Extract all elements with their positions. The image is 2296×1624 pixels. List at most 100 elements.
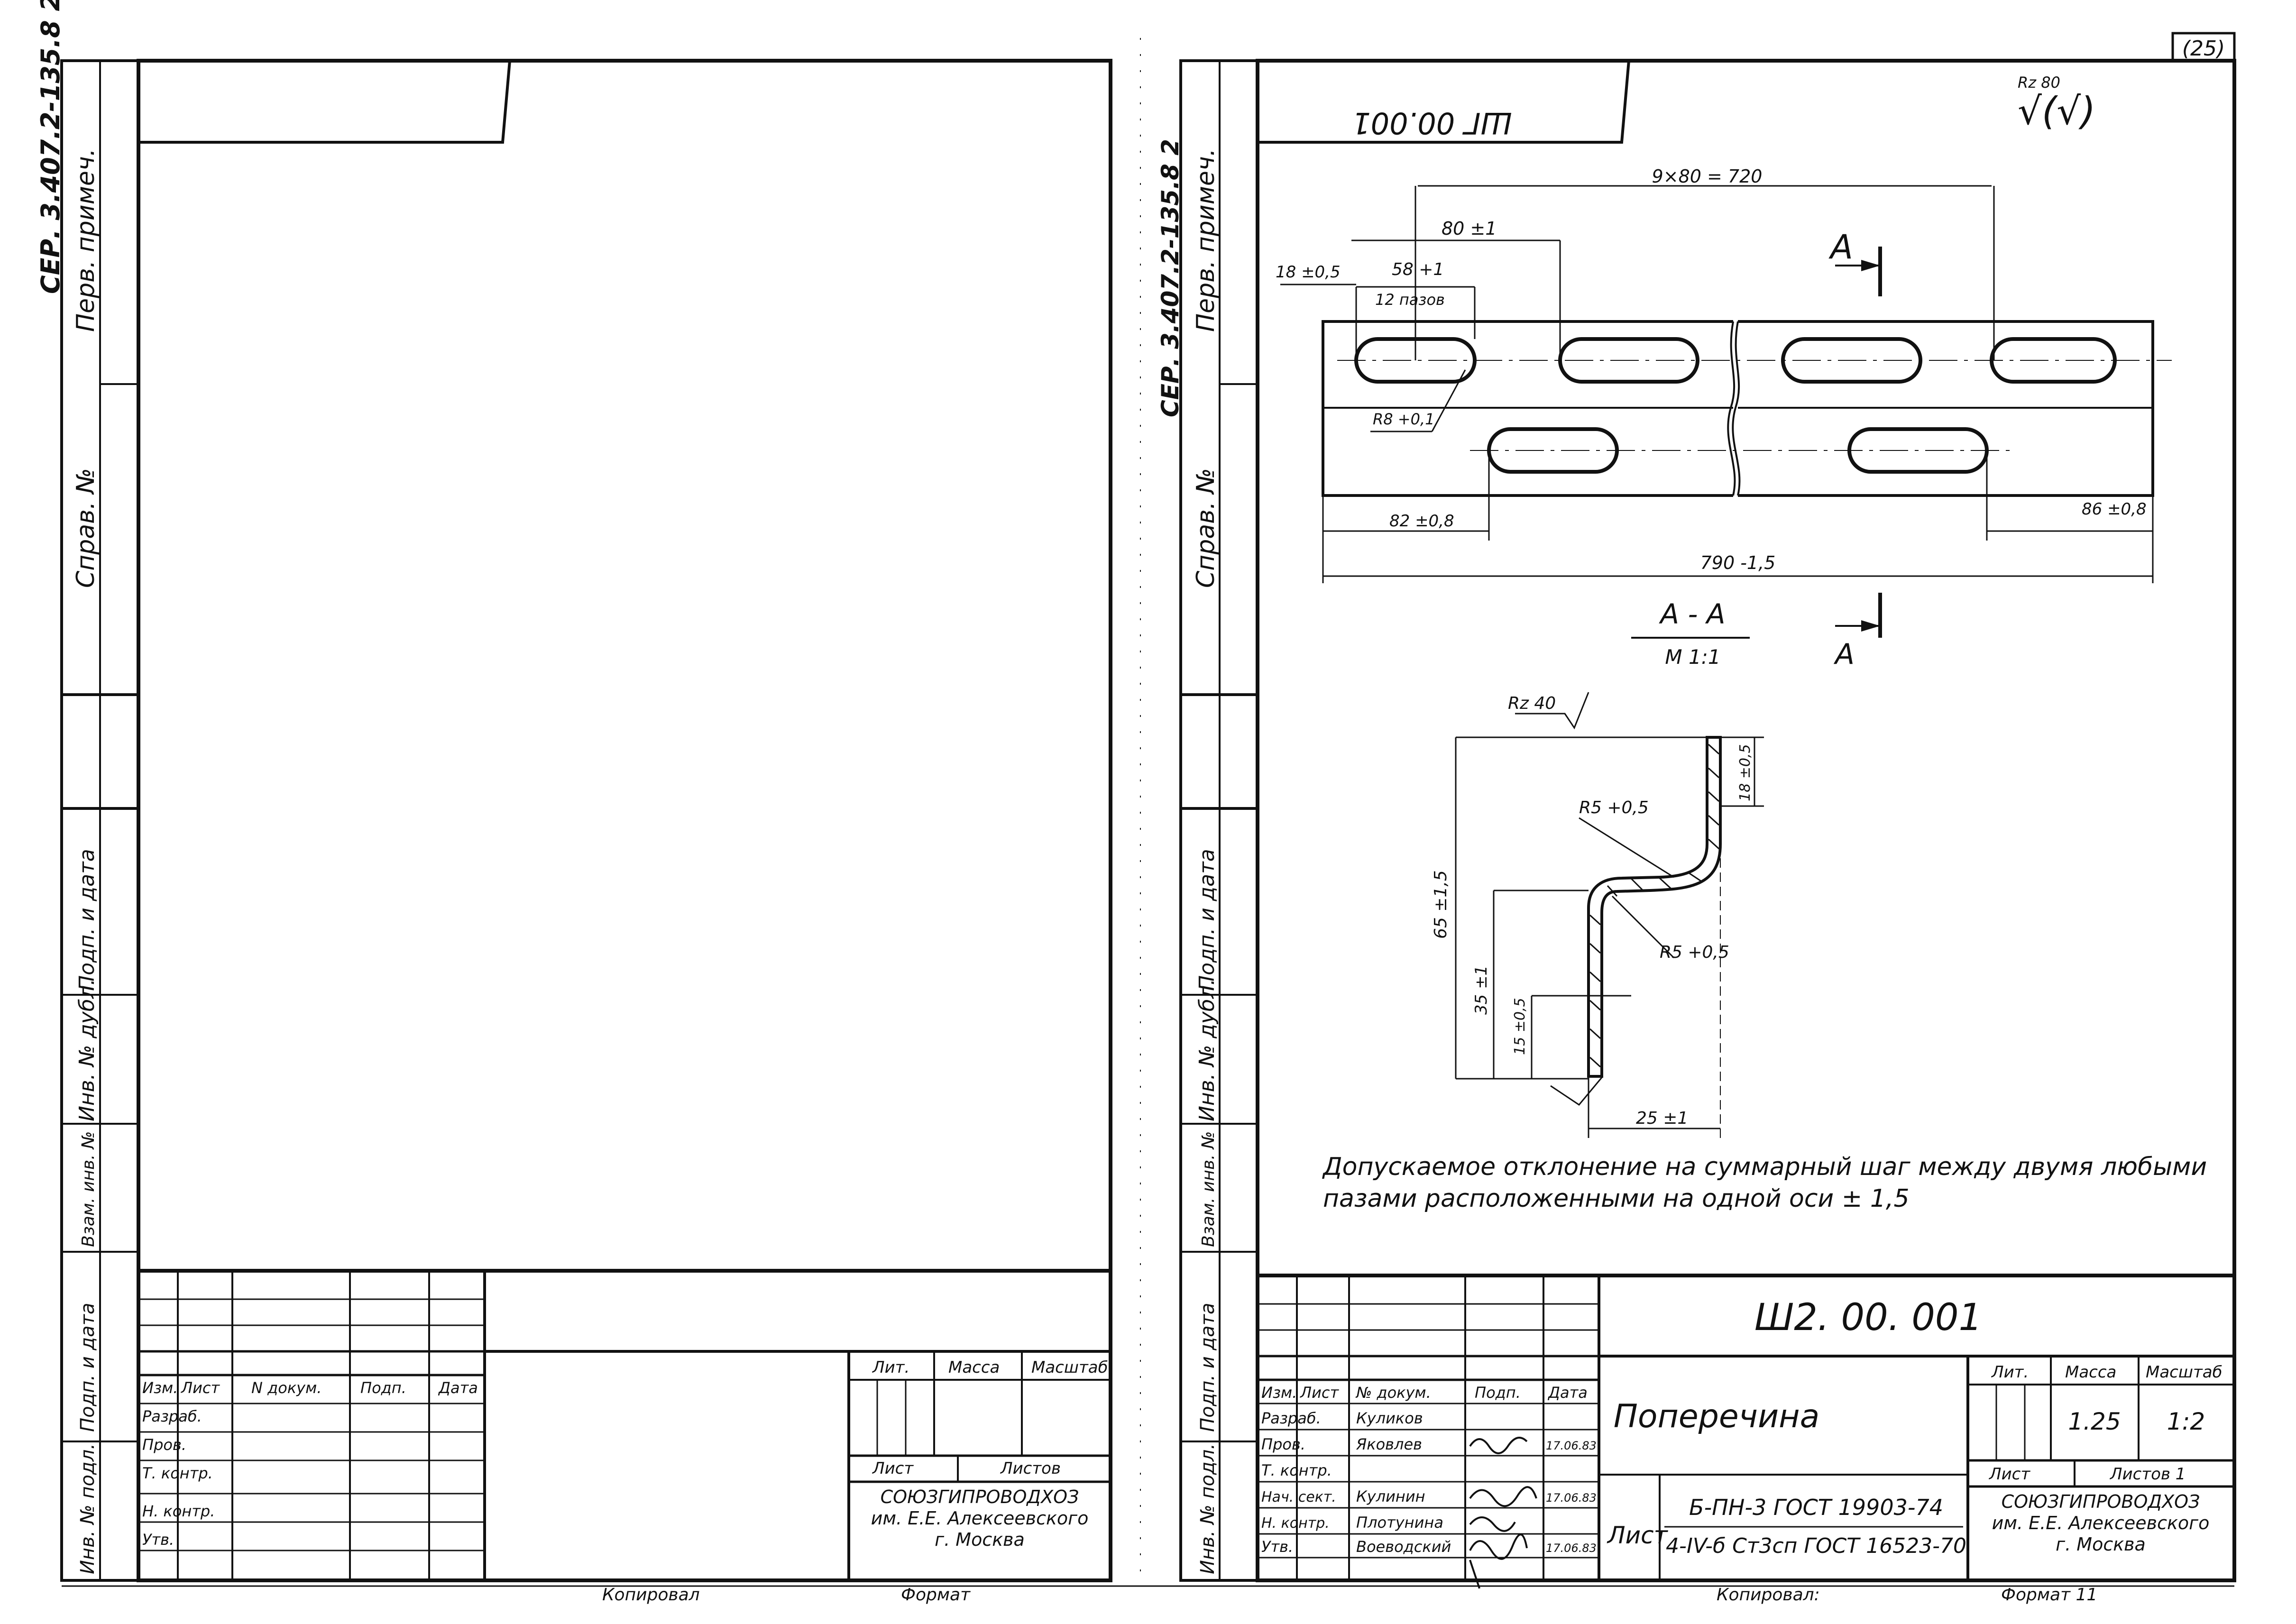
right-series-code: СЕР. 3.407.2-135.8 2 <box>1157 139 1184 417</box>
mass-value: 1.25 <box>2068 1408 2121 1435</box>
left-label-ref-no: Справ. № <box>72 468 100 588</box>
section-scale: М 1:1 <box>1665 645 1720 669</box>
dim-slot-radius: R8 +0,1 <box>1373 410 1434 428</box>
right-sheet-label: Лист <box>1988 1465 2030 1484</box>
profile-outline <box>1587 736 1722 1078</box>
right-mass-label: Масса <box>2065 1363 2116 1382</box>
material-sheet-label: Лист <box>1607 1522 1669 1549</box>
section-profile: Rz 40 65 ±1,5 35 ±1 15 ±0,5 18 ±0,5 R5 +… <box>1431 692 1764 1138</box>
plan-view: 9×80 = 720 80 ±1 58 +1 12 пазов 18 ±0,5 … <box>1276 166 2172 671</box>
material-bottom: 4-IV-б Ст3сп ГОСТ 16523-70 <box>1666 1534 1966 1558</box>
dim-offset-right: 86 ±0,8 <box>2082 500 2147 519</box>
dim-height-low: 15 ±0,5 <box>1512 998 1528 1055</box>
dim-length: 790 -1,5 <box>1700 552 1776 573</box>
right-row-5-name: Воеводский <box>1356 1538 1451 1556</box>
right-copied-label: Копировал: <box>1717 1585 1820 1605</box>
left-hdr-doc: N докум. <box>251 1379 321 1397</box>
right-sheet: СЕР. 3.407.2-135.8 2 Перв. примеч. Справ… <box>1157 59 2236 1605</box>
right-hdr-date: Дата <box>1547 1384 1588 1402</box>
right-row-2-role: Т. контр. <box>1261 1461 1332 1479</box>
left-label-inv-dupl: Инв. № дубл. <box>75 979 99 1121</box>
left-mass-label: Масса <box>948 1358 1000 1377</box>
profile-hatching <box>1589 743 1720 1068</box>
dim-edge: 18 ±0,5 <box>1276 263 1341 282</box>
right-row-3-role: Нач. сект. <box>1261 1489 1336 1505</box>
signatures <box>1469 1437 1537 1589</box>
left-role-1: Пров. <box>142 1436 186 1454</box>
material-top: Б-ПН-3 ГОСТ 19903-74 <box>1689 1495 1943 1520</box>
right-frame <box>1256 59 2236 1582</box>
left-role-4: Н. контр. <box>142 1502 215 1520</box>
right-org-line-2: им. Е.Е. Алексеевского <box>1992 1513 2210 1533</box>
page-number: (25) <box>2182 37 2225 61</box>
left-scale-label: Масштаб <box>1031 1358 1108 1377</box>
right-row-4-name: Плотунина <box>1356 1514 1443 1532</box>
right-row-3-date: 17.06.83 <box>1546 1491 1597 1505</box>
left-label-sign-date-2: Подп. и дата <box>77 1303 99 1432</box>
left-org-line-1: СОЮЗГИПРОВОДХОЗ <box>881 1486 1079 1507</box>
dim-total-pitch: 9×80 = 720 <box>1652 166 1763 187</box>
mirrored-code: ШГ 00.001 <box>1352 106 1512 140</box>
right-row-5-date: 17.06.83 <box>1546 1541 1597 1555</box>
note-line-1: Допускаемое отклонение на суммарный шаг … <box>1322 1153 2207 1181</box>
section-mark-top: А <box>1828 228 1853 266</box>
left-org-line-3: г. Москва <box>935 1529 1025 1550</box>
right-org-line-3: г. Москва <box>2056 1534 2146 1555</box>
left-series-code: СЕР. 3.407.2-135.8 2 <box>36 0 65 294</box>
roughness-top-label: Rz 80 <box>2018 73 2060 92</box>
right-row-1-role: Пров. <box>1261 1435 1305 1453</box>
section-title: А - А <box>1658 598 1725 630</box>
section-mark-bottom: А <box>1833 638 1855 671</box>
right-org-line-1: СОЮЗГИПРОВОДХОЗ <box>2002 1491 2200 1512</box>
dim-pitch: 80 ±1 <box>1442 218 1497 239</box>
dim-offset-left: 82 ±0,8 <box>1389 512 1454 531</box>
dim-slots-count: 12 пазов <box>1375 291 1445 309</box>
right-row-1-name: Яковлев <box>1356 1435 1422 1453</box>
section-arrow-bottom <box>1861 620 1880 632</box>
left-sheet-label: Лист <box>872 1459 914 1478</box>
dim-slot-length: 58 +1 <box>1392 260 1444 279</box>
left-lit-label: Лит. <box>872 1358 909 1377</box>
left-hdr-sheet: Лист <box>181 1379 220 1397</box>
dim-height-total: 65 ±1,5 <box>1431 870 1451 939</box>
roughness-top-symbol: √(√) <box>2018 89 2095 133</box>
dim-radius-top: R5 +0,5 <box>1579 798 1649 817</box>
left-label-replace-inv: Взам. инв. № <box>79 1131 98 1247</box>
right-row-0-role: Разраб. <box>1261 1409 1321 1427</box>
left-copied-label: Копировал <box>602 1585 700 1605</box>
right-lit-label: Лит. <box>1991 1363 2029 1382</box>
left-sheets-label: Листов <box>1000 1459 1061 1478</box>
right-label-replace-inv: Взам. инв. № <box>1199 1131 1218 1247</box>
right-row-4-role: Н. контр. <box>1261 1515 1330 1532</box>
right-hdr-sign: Подп. <box>1475 1384 1521 1402</box>
dim-height-mid: 35 ±1 <box>1472 965 1491 1015</box>
left-hdr-sign: Подп. <box>360 1379 406 1397</box>
note-line-2: пазами расположенными на одной оси ± 1,5 <box>1323 1184 1910 1213</box>
part-name: Поперечина <box>1614 1398 1820 1435</box>
right-row-3-name: Кулинин <box>1356 1487 1425 1505</box>
left-format-label: Формат <box>901 1585 971 1605</box>
left-title-block: Изм. Лист N докум. Подп. Дата Разраб. Пр… <box>138 1269 1111 1580</box>
right-label-ref-no: Справ. № <box>1192 468 1220 588</box>
right-sheets-label: Листов 1 <box>2109 1465 2186 1484</box>
right-hdr-doc: № докум. <box>1355 1384 1431 1402</box>
right-title-block: Изм. Лист № докум. Подп. Дата Разраб. Ку… <box>1258 1274 2234 1589</box>
section-roughness: Rz 40 <box>1508 694 1556 713</box>
left-label-first-use: Перв. примеч. <box>72 148 100 332</box>
left-hdr-rev: Изм. <box>142 1379 178 1397</box>
dim-flange: 18 ±0,5 <box>1737 744 1754 801</box>
right-label-sign-date-2: Подп. и дата <box>1197 1303 1219 1432</box>
left-role-5: Утв. <box>142 1531 174 1549</box>
right-scale-label: Масштаб <box>2146 1363 2223 1382</box>
right-row-1-date: 17.06.83 <box>1546 1439 1597 1452</box>
left-label-inv-orig: Инв. № подл. <box>77 1443 99 1574</box>
right-format-label: Формат 11 <box>2001 1585 2097 1605</box>
right-hdr-sheet: Лист <box>1300 1384 1339 1402</box>
left-role-2: Т. контр. <box>142 1464 213 1482</box>
dim-radius-bottom: R5 +0,5 <box>1660 943 1729 962</box>
left-label-sign-date: Подп. и дата <box>75 849 99 991</box>
left-sheet: СЕР. 3.407.2-135.8 2 Перв. примеч. Справ… <box>36 0 1112 1605</box>
left-hdr-date: Дата <box>438 1379 478 1397</box>
dim-width: 25 ±1 <box>1636 1109 1688 1128</box>
